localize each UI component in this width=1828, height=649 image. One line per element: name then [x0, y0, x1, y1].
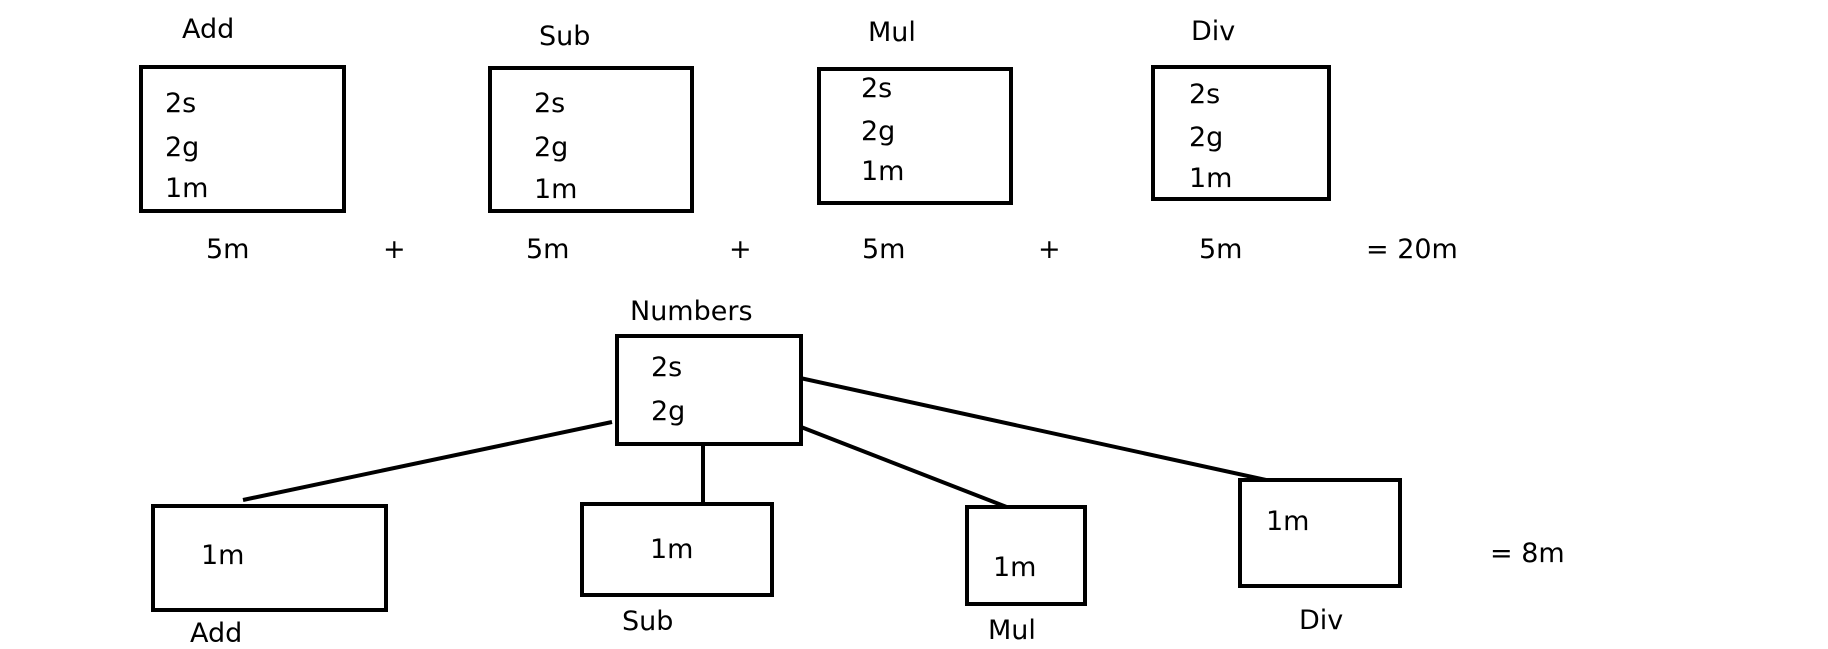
panel-line: 1m	[165, 173, 209, 204]
panel-total-sub: 5m	[526, 234, 570, 265]
panel-total-div: 5m	[1199, 234, 1243, 265]
connector-numbers-mul	[800, 425, 1018, 513]
panel-line: 2g	[534, 132, 569, 163]
child-box-mul: 1m	[965, 505, 1087, 606]
child-value: 1m	[993, 552, 1037, 583]
plus-operator: +	[383, 234, 406, 265]
panel-line: 2s	[534, 88, 566, 119]
root-line: 2g	[651, 396, 686, 427]
root-box-numbers: 2s 2g	[615, 334, 803, 446]
panel-line: 2s	[1189, 79, 1221, 110]
panel-line: 2s	[861, 73, 893, 104]
panel-line: 2s	[165, 88, 197, 119]
panel-line: 1m	[534, 174, 578, 205]
child-value: 1m	[201, 540, 245, 571]
panel-title-mul: Mul	[868, 17, 916, 48]
panel-line: 1m	[861, 156, 905, 187]
panel-box-sub: 2s 2g 1m	[488, 66, 694, 213]
plus-operator: +	[1038, 234, 1061, 265]
panel-box-div: 2s 2g 1m	[1151, 65, 1331, 201]
connector-numbers-add	[242, 420, 613, 502]
child-value: 1m	[650, 534, 694, 565]
panel-box-add: 2s 2g 1m	[139, 65, 346, 213]
child-value: 1m	[1266, 506, 1310, 537]
panel-line: 2g	[1189, 122, 1224, 153]
root-title: Numbers	[630, 296, 753, 327]
child-label-sub: Sub	[622, 606, 674, 637]
panel-box-mul: 2s 2g 1m	[817, 67, 1013, 205]
child-box-sub: 1m	[580, 502, 774, 597]
panel-title-add: Add	[182, 14, 235, 45]
panel-total-add: 5m	[206, 234, 250, 265]
plus-operator: +	[729, 234, 752, 265]
child-label-div: Div	[1299, 605, 1344, 636]
child-box-div: 1m	[1238, 478, 1402, 588]
connector-numbers-div	[799, 376, 1281, 485]
child-label-mul: Mul	[988, 615, 1036, 646]
root-line: 2s	[651, 352, 683, 383]
panel-line: 1m	[1189, 163, 1233, 194]
panel-line: 2g	[165, 132, 200, 163]
bottom-result: = 8m	[1490, 538, 1565, 569]
child-label-add: Add	[190, 618, 243, 649]
panel-total-mul: 5m	[862, 234, 906, 265]
top-result: = 20m	[1366, 234, 1458, 265]
panel-line: 2g	[861, 116, 896, 147]
panel-title-sub: Sub	[539, 21, 591, 52]
panel-title-div: Div	[1191, 16, 1236, 47]
child-box-add: 1m	[151, 504, 388, 612]
